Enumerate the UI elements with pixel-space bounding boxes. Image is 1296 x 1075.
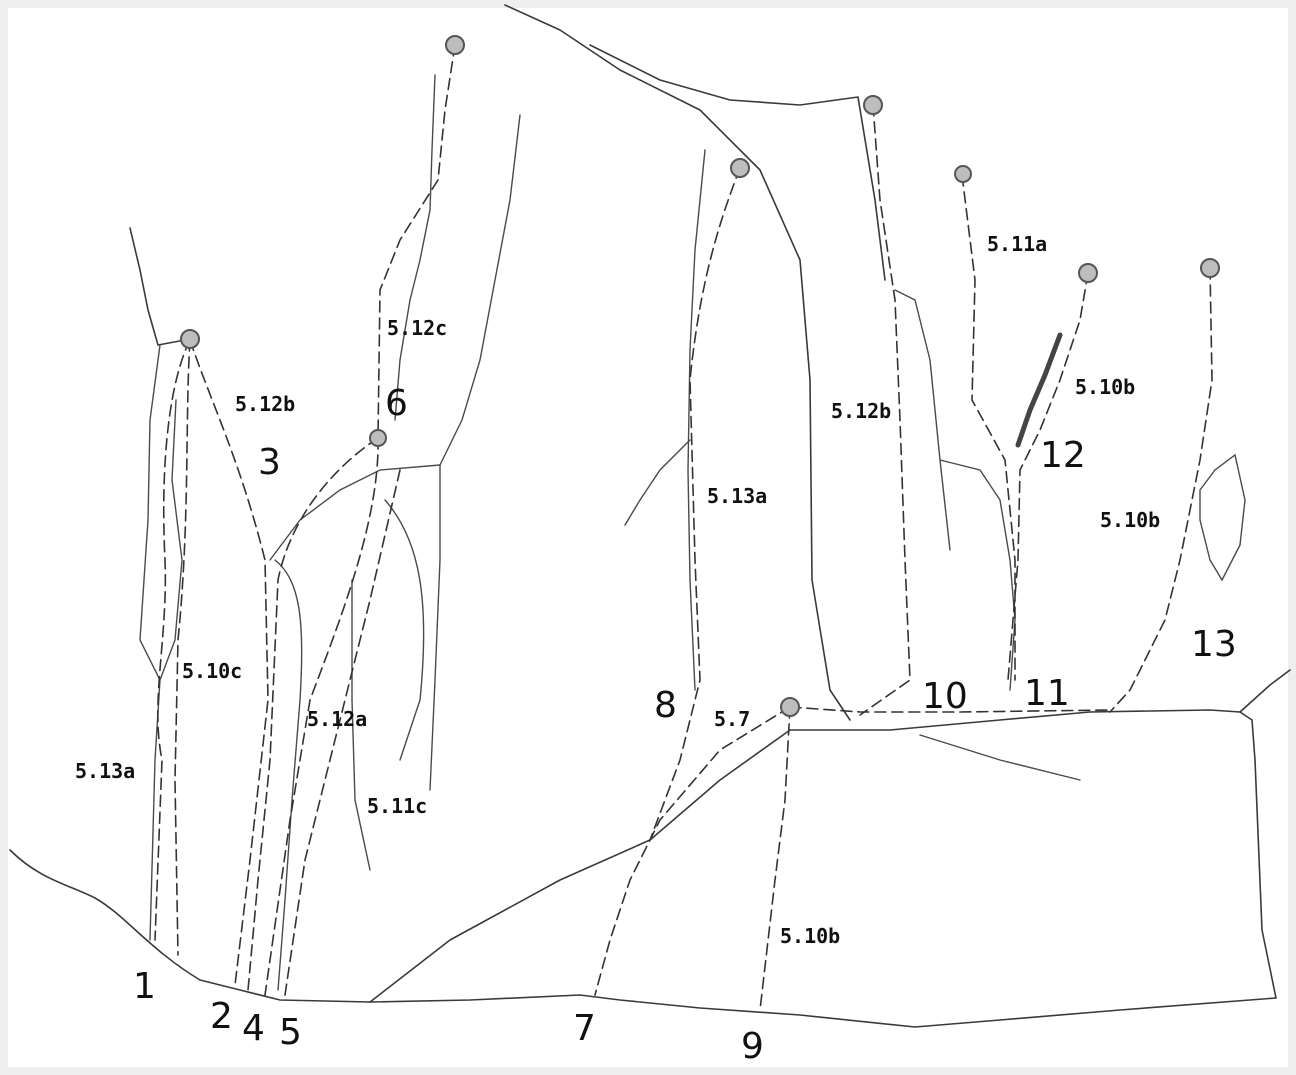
base-outline — [369, 994, 1277, 1028]
route-number-5: 5 — [279, 1012, 302, 1053]
anchor-icon — [1078, 263, 1098, 283]
anchors — [180, 35, 1220, 717]
route-4-line — [247, 437, 379, 991]
anchor-icon — [180, 329, 200, 349]
anchor-icon — [369, 429, 387, 447]
route-11-line — [961, 174, 1016, 681]
grade-label: 5.11c — [367, 794, 427, 818]
route-2-line — [174, 339, 191, 956]
route-6-line — [377, 44, 456, 439]
anchor-icon — [445, 35, 465, 55]
route-number-6: 6 — [385, 383, 408, 424]
traverse-line — [789, 706, 1111, 713]
crack-upper-chimney — [394, 74, 436, 421]
crack-mid-corner — [269, 464, 441, 561]
left-slope-outline — [9, 849, 371, 1003]
lower-diagonal-outline — [369, 729, 791, 1003]
grade-label: 5.10b — [1075, 375, 1135, 399]
grade-label: 5.12b — [235, 392, 295, 416]
crack-right-flake — [939, 459, 1016, 691]
route-numbers: 1 2 4 5 3 6 7 8 9 10 11 12 13 — [133, 383, 1237, 1067]
route-8-line — [649, 167, 741, 841]
route-1-line — [154, 339, 191, 941]
route-number-12: 12 — [1040, 435, 1086, 476]
grade-label: 5.13a — [75, 759, 135, 783]
summit-ridge-outline — [504, 4, 851, 721]
grade-label: 5.12b — [831, 399, 891, 423]
right-block-top-edge — [1239, 669, 1291, 713]
grade-label: 5.10b — [1100, 508, 1160, 532]
crack-dark-seam — [1015, 332, 1063, 448]
route-5-line — [264, 437, 379, 996]
route-9-line — [759, 706, 791, 1011]
grade-label: 5.12c — [387, 316, 447, 340]
crack-route8-edge — [687, 149, 706, 691]
crack-lower-right-diagonal — [919, 734, 1081, 781]
route-number-2: 2 — [210, 996, 233, 1037]
route-number-1: 1 — [133, 966, 156, 1007]
route-13-line — [1109, 267, 1213, 713]
rock-cracks — [139, 74, 1246, 991]
anchor-icon — [1200, 258, 1220, 278]
grade-label: 5.7 — [714, 707, 750, 731]
right-block-outline — [789, 709, 1277, 999]
anchor-icon — [780, 697, 800, 717]
upper-right-ridge-outline — [589, 44, 886, 281]
anchor-icon — [863, 95, 883, 115]
crack-left-spur — [624, 439, 691, 526]
grade-label: 5.11a — [987, 232, 1047, 256]
crack-arch-left — [274, 559, 303, 991]
route-12-line — [1007, 272, 1089, 681]
crack-central-line — [351, 579, 371, 871]
grade-label: 5.13a — [707, 484, 767, 508]
route-number-8: 8 — [654, 685, 677, 726]
route-10-line — [859, 104, 911, 716]
route-number-4: 4 — [242, 1008, 265, 1049]
rock-outline — [9, 4, 1291, 1028]
route-number-13: 13 — [1191, 624, 1237, 665]
route-number-7: 7 — [573, 1008, 596, 1049]
crack-left-pillar — [139, 344, 161, 941]
main-face-left-edge — [129, 227, 186, 346]
route-11c-line — [284, 469, 401, 996]
route-number-9: 9 — [741, 1026, 764, 1067]
grade-label: 5.12a — [307, 707, 367, 731]
route-number-3: 3 — [258, 442, 281, 483]
route-3-line — [189, 339, 269, 986]
crack-left-flake — [159, 399, 183, 681]
crack-far-right-flake — [1199, 453, 1246, 582]
route-number-11: 11 — [1024, 673, 1070, 714]
grade-label: 5.10b — [780, 924, 840, 948]
crack-arch-right — [384, 499, 425, 761]
crack-mid-pillar-right — [429, 464, 441, 791]
route-lines — [154, 44, 1213, 1011]
route-number-10: 10 — [922, 676, 968, 717]
crack-long-right — [439, 114, 521, 466]
crack-right-corner — [894, 289, 951, 551]
anchor-icon — [730, 158, 750, 178]
grade-label: 5.10c — [182, 659, 242, 683]
route-grades: 5.13a 5.10c 5.12b 5.12c 5.12a 5.11c 5.13… — [75, 232, 1160, 948]
anchor-icon — [954, 165, 972, 183]
route-7-line — [594, 706, 791, 996]
